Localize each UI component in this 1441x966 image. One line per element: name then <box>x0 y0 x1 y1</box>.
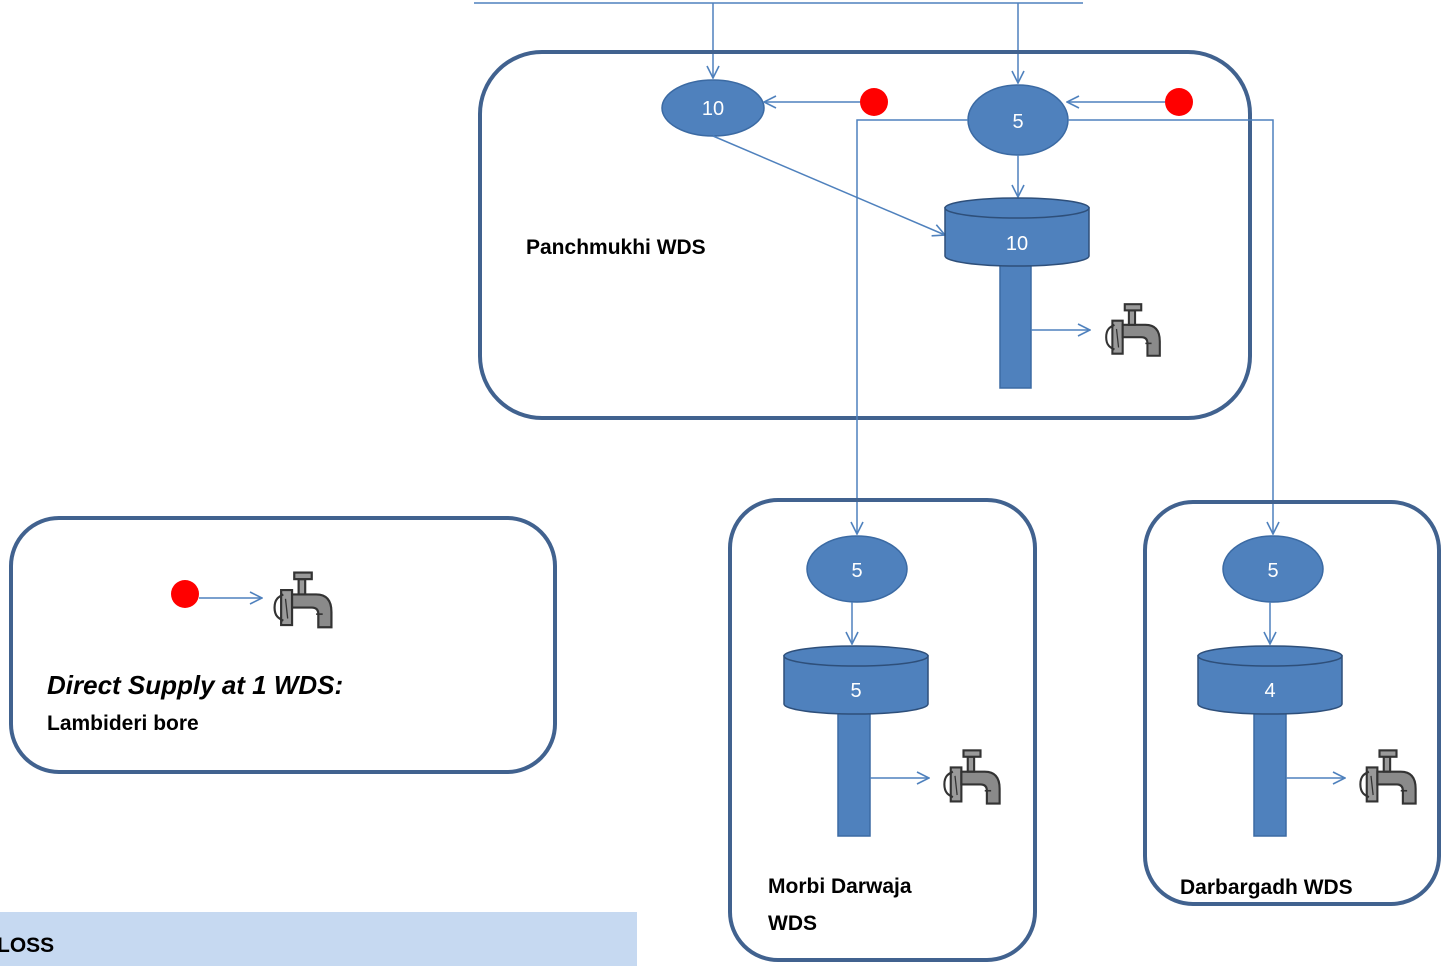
panchmukhi-tank-label: 10 <box>1006 233 1028 255</box>
loss-banner <box>0 912 637 966</box>
source-node-darbargadh <box>1222 535 1324 603</box>
direct-supply-box <box>9 516 557 774</box>
direct-supply-subtitle: Lambideri bore <box>47 712 199 735</box>
source-dot-direct <box>171 580 199 608</box>
source-dot-right <box>1165 88 1193 116</box>
darbargadh-tank-top <box>1197 645 1343 667</box>
panchmukhi-wds-label: Panchmukhi WDS <box>526 236 706 259</box>
source-node-morbi <box>806 535 908 603</box>
panchmukhi-tank <box>944 207 1090 267</box>
darbargadh-wds-box <box>1143 500 1441 906</box>
darbargadh-tank-label: 4 <box>1264 680 1275 702</box>
source-node-panchmukhi-right-label: 5 <box>1012 111 1023 133</box>
faucet-icon <box>1359 749 1417 805</box>
panchmukhi-tank-stem <box>999 259 1032 389</box>
morbi-tank <box>783 655 929 715</box>
morbi-tank-stem <box>837 707 871 837</box>
panchmukhi-wds-box <box>478 50 1252 420</box>
darbargadh-wds-label: Darbargadh WDS <box>1180 876 1353 899</box>
faucet-icon <box>943 749 1001 805</box>
feed-to-darbargadh-line <box>1068 119 1273 534</box>
source-node-morbi-label: 5 <box>851 560 862 582</box>
morbi-darwaja-label-line2: WDS <box>768 912 817 935</box>
source-node-panchmukhi-left-label: 10 <box>702 98 724 120</box>
morbi-darwaja-wds-box <box>728 498 1037 962</box>
direct-supply-title: Direct Supply at 1 WDS: <box>47 670 343 700</box>
feed-to-morbi-line <box>857 119 968 534</box>
morbi-tank-label: 5 <box>850 680 861 702</box>
faucet-icon <box>273 571 333 629</box>
panchmukhi-tank-top <box>944 197 1090 219</box>
morbi-darwaja-label-line1: Morbi Darwaja <box>768 875 912 898</box>
source-dot-left <box>860 88 888 116</box>
darbargadh-tank <box>1197 655 1343 715</box>
loss-banner-label: LOSS <box>0 934 54 957</box>
left-node-to-tank-arrow <box>712 135 945 235</box>
faucet-icon <box>1105 303 1161 357</box>
morbi-tank-top <box>783 645 929 667</box>
source-node-darbargadh-label: 5 <box>1267 560 1278 582</box>
darbargadh-tank-stem <box>1253 707 1287 837</box>
